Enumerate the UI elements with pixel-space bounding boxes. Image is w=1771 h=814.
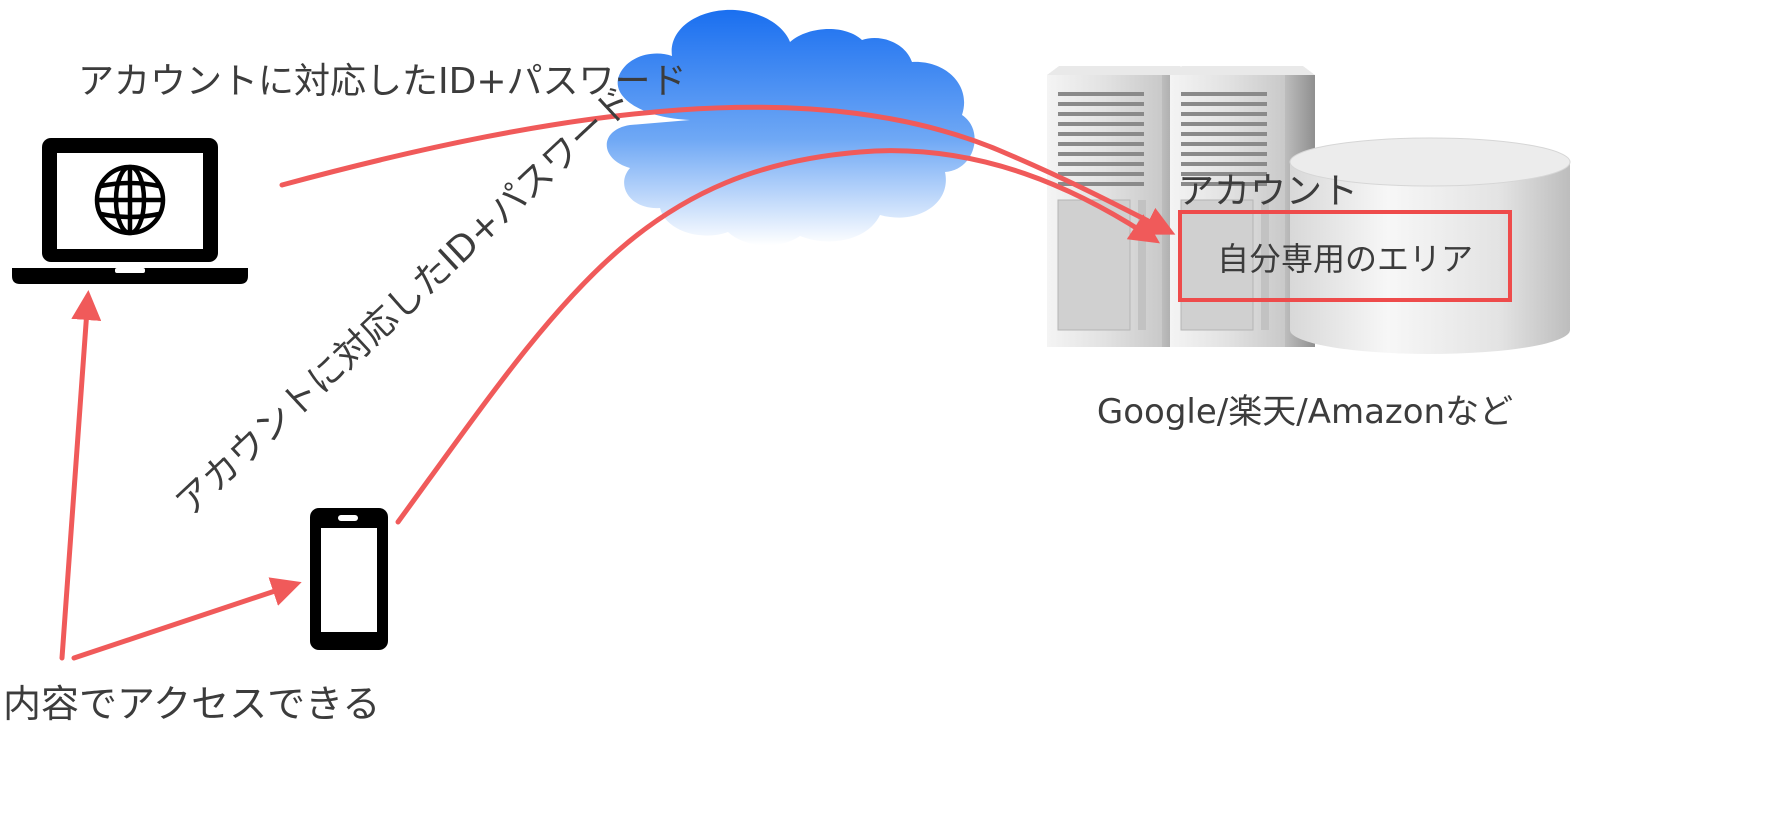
laptop-to-account-arrow — [279, 104, 1176, 235]
same-content-label: 内容でアクセスできる — [3, 682, 380, 726]
phone-to-account-arrow — [395, 148, 1160, 525]
user-to-phone-arrow — [71, 577, 302, 661]
account-label: アカウント — [1178, 171, 1358, 212]
smartphone-icon — [310, 508, 388, 650]
globe-icon — [94, 164, 166, 236]
phone-credentials-label: アカウントに対応したID+パスワード — [168, 80, 641, 525]
connection-arrows — [59, 104, 1176, 661]
personal-area-box — [1178, 210, 1512, 302]
laptop-credentials-label: アカウントに対応したID+パスワード — [78, 61, 687, 102]
user-to-laptop-arrow — [59, 290, 102, 661]
personal-area-label: 自分専用のエリア — [1217, 240, 1473, 278]
services-label: Google/楽天/Amazonなど — [1097, 392, 1513, 432]
cloud-icon — [606, 9, 975, 246]
